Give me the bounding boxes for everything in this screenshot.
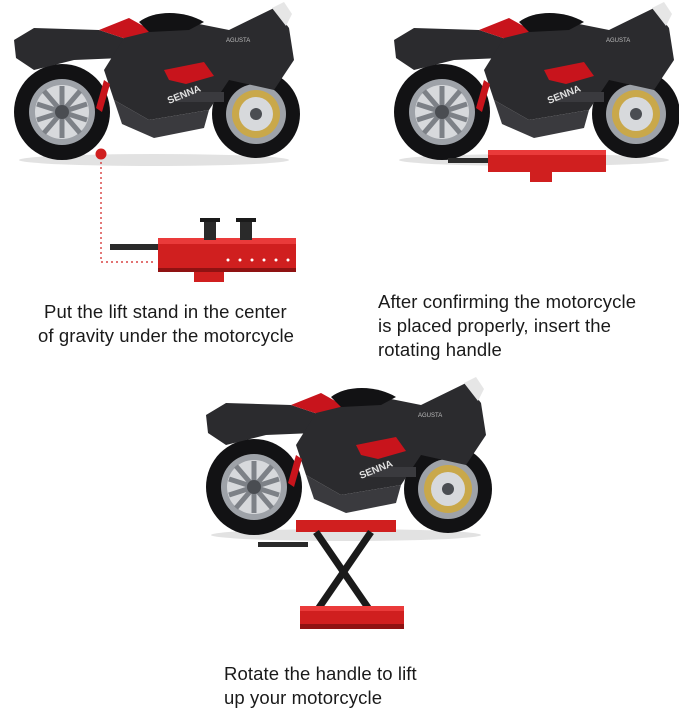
scissor-lift-image — [256, 516, 416, 636]
step-2-line-2: is placed properly, insert the — [378, 315, 611, 336]
center-of-gravity-marker — [94, 148, 164, 268]
lift-stand-with-handle — [446, 140, 616, 190]
step-2-caption: After confirming the motorcycle is place… — [378, 290, 678, 362]
step-3-caption: Rotate the handle to lift up your motorc… — [224, 662, 484, 710]
step-2-line-3: rotating handle — [378, 339, 502, 360]
step-3-line-1: Rotate the handle to lift — [224, 663, 417, 684]
step-1-caption: Put the lift stand in the center of grav… — [38, 300, 348, 348]
bike-image-1 — [4, 0, 304, 170]
step-1-line-1: Put the lift stand in the center — [44, 301, 287, 322]
step-3-line-2: up your motorcycle — [224, 687, 383, 708]
step-2-line-1: After confirming the motorcycle — [378, 291, 637, 312]
step-1-line-2: of gravity under the motorcycle — [38, 325, 295, 346]
lift-stand-image — [108, 214, 304, 284]
